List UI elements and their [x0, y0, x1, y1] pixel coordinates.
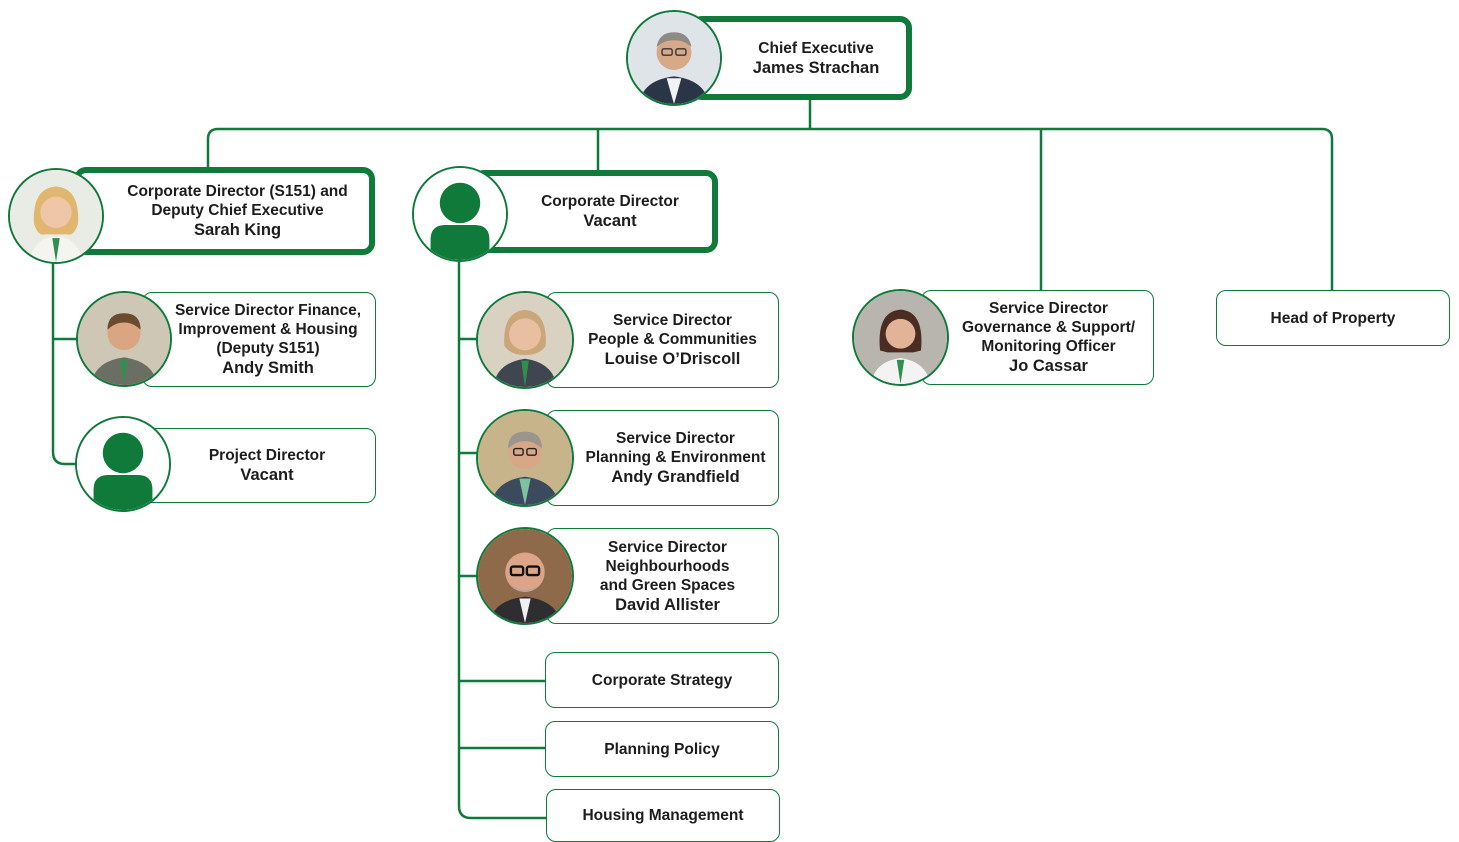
- connector-top-bus: [206, 127, 1334, 292]
- service-director-finance-box[interactable]: Service Director Finance, Improvement & …: [142, 292, 376, 387]
- corporate-director-person-placeholder-icon: [412, 166, 508, 262]
- service-director-finance-photo: [76, 291, 172, 387]
- service-director-people-name: Louise O’Driscoll: [604, 350, 741, 368]
- housing-management-box[interactable]: Housing Management: [546, 789, 780, 842]
- service-director-people-title-line1: Service Director: [613, 312, 732, 329]
- service-director-governance-box[interactable]: Service Director Governance & Support/ M…: [921, 290, 1154, 385]
- service-director-governance-title-line1: Service Director: [989, 300, 1108, 317]
- project-director-box[interactable]: Project Director Vacant: [142, 428, 376, 503]
- service-director-neighbourhoods-photo: [476, 527, 574, 625]
- corporate-strategy-box[interactable]: Corporate Strategy: [545, 652, 779, 708]
- corporate-director-title: Corporate Director: [541, 193, 679, 210]
- service-director-finance-title-line3: (Deputy S151): [216, 340, 320, 357]
- chief-executive-photo: [626, 10, 722, 106]
- head-of-property-box[interactable]: Head of Property: [1216, 290, 1450, 346]
- service-director-neighbourhoods-name: David Allister: [615, 595, 720, 614]
- corporate-strategy-title: Corporate Strategy: [591, 671, 733, 689]
- chief-executive-title: Chief Executive: [758, 39, 874, 57]
- service-director-neighbourhoods-box[interactable]: Service Director Neighbourhoods and Gree…: [546, 528, 779, 624]
- service-director-governance-photo: [852, 289, 949, 386]
- service-director-people-title-line2: People & Communities: [588, 331, 757, 348]
- service-director-governance-title-line2: Governance & Support/: [961, 319, 1136, 336]
- service-director-neighbourhoods-title-line3: and Green Spaces: [599, 576, 736, 594]
- service-director-finance-name: Andy Smith: [222, 359, 314, 377]
- housing-management-title: Housing Management: [582, 807, 744, 824]
- service-director-neighbourhoods-title-line1: Service Director: [608, 538, 727, 556]
- corporate-director-name: Vacant: [583, 212, 637, 230]
- corporate-director-s151-box[interactable]: Corporate Director (S151) and Deputy Chi…: [74, 167, 375, 255]
- project-director-name: Vacant: [240, 466, 294, 484]
- service-director-planning-title-line2: Planning & Environment: [585, 449, 766, 466]
- corporate-director-box[interactable]: Corporate Director Vacant: [472, 170, 718, 253]
- service-director-governance-title-line3: Monitoring Officer: [981, 338, 1116, 355]
- service-director-planning-box[interactable]: Service Director Planning & Environment …: [546, 410, 779, 506]
- head-of-property-title: Head of Property: [1270, 309, 1396, 327]
- service-director-governance-name: Jo Cassar: [1009, 357, 1088, 375]
- chief-executive-box[interactable]: Chief Executive James Strachan: [690, 16, 912, 100]
- project-director-person-placeholder-icon: [75, 416, 171, 512]
- service-director-finance-title-line2: Improvement & Housing: [178, 321, 358, 338]
- corporate-director-s151-title-line1: Corporate Director (S151) and: [127, 183, 348, 200]
- planning-policy-title: Planning Policy: [604, 740, 720, 758]
- planning-policy-box[interactable]: Planning Policy: [545, 721, 779, 777]
- service-director-planning-name: Andy Grandfield: [611, 468, 740, 486]
- connector-left-spine: [51, 262, 78, 466]
- chief-executive-name: James Strachan: [752, 58, 880, 77]
- project-director-title: Project Director: [208, 447, 326, 464]
- service-director-people-photo: [476, 291, 574, 389]
- service-director-planning-photo: [476, 409, 574, 507]
- service-director-neighbourhoods-title-line2: Neighbourhoods: [605, 557, 730, 575]
- service-director-planning-title-line1: Service Director: [616, 430, 735, 447]
- service-director-people-box[interactable]: Service Director People & Communities Lo…: [546, 292, 779, 388]
- service-director-finance-title-line1: Service Director Finance,: [174, 302, 362, 319]
- corporate-director-s151-photo: [8, 168, 104, 264]
- corporate-director-s151-title-line2: Deputy Chief Executive: [151, 202, 324, 219]
- corporate-director-s151-name: Sarah King: [193, 221, 282, 239]
